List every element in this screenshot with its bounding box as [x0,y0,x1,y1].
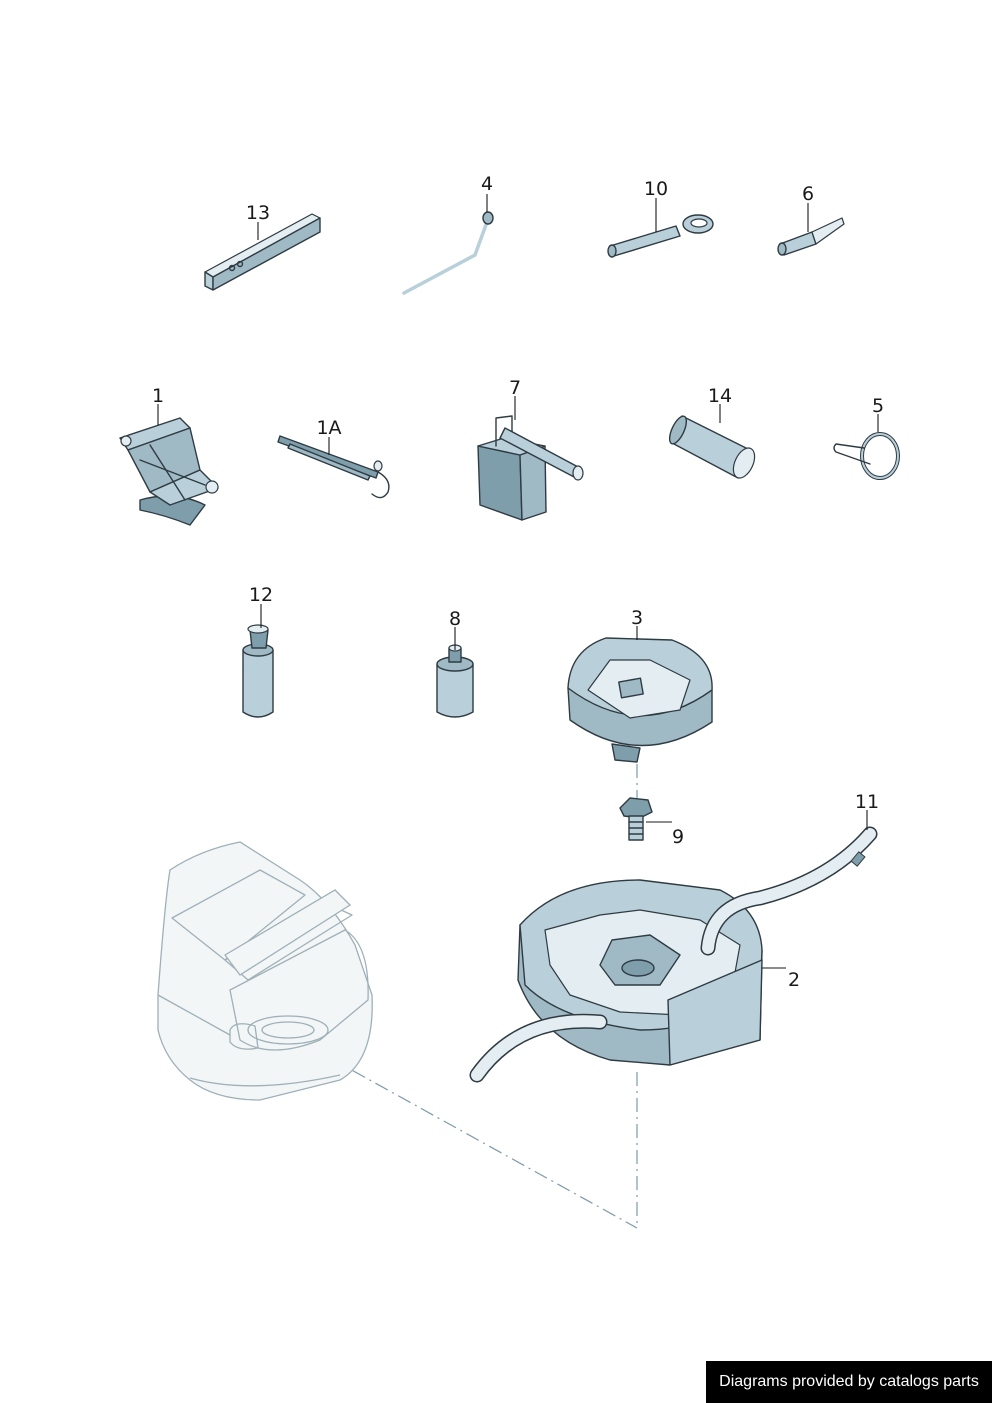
callout-1A: 1A [316,417,341,439]
part-7-tool-bag[interactable] [477,415,584,521]
callout-8: 8 [449,608,461,630]
part-1A-strap[interactable] [277,435,390,499]
callout-3: 3 [631,607,643,629]
callout-10: 10 [644,178,668,200]
callout-12: 12 [249,584,273,606]
part-14-sleeve[interactable] [666,414,759,481]
part-12-bottle[interactable] [242,624,274,718]
callout-2: 2 [788,969,800,991]
callout-5: 5 [872,395,884,417]
callout-11: 11 [855,791,879,813]
callout-6: 6 [802,183,814,205]
credit-banner: Diagrams provided by catalogs parts [706,1361,992,1403]
part-8-bottle[interactable] [436,644,474,718]
callout-14: 14 [708,385,732,407]
callout-4: 4 [481,173,493,195]
part-5-clip[interactable] [833,432,900,480]
part-4-crank[interactable] [402,211,494,295]
part-2-foam-tray[interactable] [517,879,763,1066]
callout-9: 9 [672,826,684,848]
part-6-pin[interactable] [777,217,845,256]
callout-1: 1 [152,385,164,407]
part-3-foam-insert[interactable] [567,637,713,763]
part-10-towing-eye[interactable] [607,214,714,258]
part-9-screw[interactable] [619,797,653,841]
sight-line-to-trunk [329,1057,638,1229]
part-1-jack[interactable] [119,417,219,526]
callout-7: 7 [509,377,521,399]
part-11-strap[interactable] [469,826,878,1083]
part-13-bar[interactable] [204,213,321,291]
callout-13: 13 [246,202,270,224]
vehicle-rear-locator [157,841,373,1101]
